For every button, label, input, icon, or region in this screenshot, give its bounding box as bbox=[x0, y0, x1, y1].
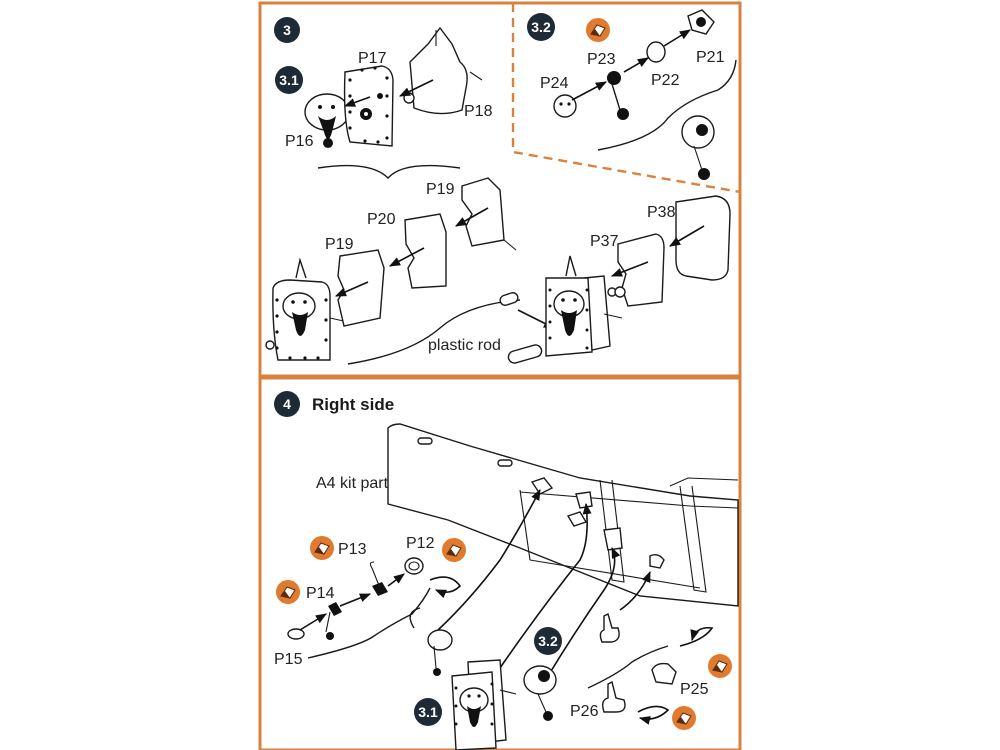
assembled-p21-unit bbox=[681, 115, 715, 180]
svg-text:3.2: 3.2 bbox=[538, 633, 558, 649]
plastic-rod-long bbox=[507, 344, 543, 364]
label-p38: P38 bbox=[647, 204, 676, 221]
step3-2-brace bbox=[597, 59, 737, 151]
step3-1-badge: 3.1 bbox=[275, 66, 303, 94]
label-p22: P22 bbox=[651, 72, 680, 89]
step3-2-dashed-divider bbox=[511, 3, 741, 194]
part-assembled-lever bbox=[409, 607, 453, 676]
photo-etch-bend-icon bbox=[707, 653, 733, 679]
part-p38 bbox=[675, 195, 731, 281]
part-p25 bbox=[651, 662, 677, 685]
step3-1-brace bbox=[317, 164, 461, 180]
label-a4-kit-part: A4 kit part bbox=[316, 475, 389, 492]
part-p26-upper bbox=[599, 612, 620, 643]
svg-text:3.1: 3.1 bbox=[418, 704, 438, 720]
label-p18: P18 bbox=[464, 103, 493, 120]
label-p20: P20 bbox=[367, 211, 396, 228]
part-p19-lower bbox=[337, 249, 385, 327]
step4-panel: 4 Right side A4 kit part bbox=[258, 376, 742, 750]
photo-etch-bend-icon bbox=[585, 17, 611, 43]
step4-frame bbox=[258, 376, 742, 750]
a4-kit-part-hull bbox=[387, 423, 739, 607]
part-p14 bbox=[325, 602, 342, 640]
step3-panel: 3 3.1 3.2 bbox=[258, 1, 742, 378]
label-p21: P21 bbox=[696, 49, 725, 66]
svg-text:4: 4 bbox=[283, 396, 291, 412]
step3-frame bbox=[258, 1, 742, 378]
label-p16: P16 bbox=[285, 133, 314, 150]
part-p24 bbox=[553, 94, 577, 118]
part-p19-upper bbox=[461, 177, 517, 251]
part-p15 bbox=[287, 628, 305, 640]
part-p12 bbox=[404, 557, 424, 575]
label-p17: P17 bbox=[358, 50, 387, 67]
part-p23 bbox=[607, 71, 629, 120]
photo-etch-bend-icon bbox=[275, 579, 301, 605]
part-p18-bracket bbox=[403, 26, 483, 115]
part-p22 bbox=[646, 41, 666, 63]
step3-lower-brace bbox=[347, 299, 521, 365]
part-p37 bbox=[614, 233, 665, 307]
assembled-3-2-unit bbox=[523, 665, 557, 721]
part-p20 bbox=[404, 213, 447, 289]
step4-title: Right side bbox=[312, 395, 394, 414]
svg-text:3.1: 3.1 bbox=[279, 72, 299, 88]
part-p21 bbox=[687, 9, 715, 35]
assembled-box-right bbox=[545, 255, 623, 357]
photo-etch-bend-icon bbox=[309, 535, 335, 561]
step3-2-badge: 3.2 bbox=[527, 13, 555, 41]
step4-3-2-badge: 3.2 bbox=[534, 627, 562, 655]
part-p26 bbox=[601, 680, 626, 713]
step3-badge: 3 bbox=[274, 17, 300, 43]
step4-p25-brace bbox=[587, 645, 669, 689]
photo-etch-bend-icon bbox=[671, 705, 697, 731]
label-p37: P37 bbox=[590, 233, 619, 250]
part-p17-plate bbox=[343, 65, 394, 147]
step4-p-chain-brace bbox=[307, 587, 431, 659]
step4-badge: 4 bbox=[274, 391, 300, 417]
label-plastic-rod: plastic rod bbox=[428, 337, 501, 354]
label-p19-lower: P19 bbox=[325, 236, 354, 253]
label-p24: P24 bbox=[540, 75, 569, 92]
label-p23: P23 bbox=[587, 51, 616, 68]
label-p15: P15 bbox=[274, 651, 303, 668]
part-p16-lever bbox=[304, 93, 350, 148]
step3-frame-right bbox=[513, 1, 742, 192]
label-p25: P25 bbox=[680, 681, 709, 698]
step4-3-1-badge: 3.1 bbox=[414, 698, 442, 726]
label-p13: P13 bbox=[338, 541, 367, 558]
assembled-box-left bbox=[265, 257, 349, 361]
part-p13 bbox=[369, 561, 388, 596]
label-p12: P12 bbox=[406, 535, 435, 552]
photo-etch-bend-icon bbox=[441, 537, 467, 563]
label-p19-upper: P19 bbox=[426, 181, 455, 198]
label-p14: P14 bbox=[306, 585, 335, 602]
label-p26: P26 bbox=[570, 703, 599, 720]
plastic-rod-short bbox=[499, 292, 519, 306]
assembled-box-bottom bbox=[451, 659, 517, 750]
svg-text:3.2: 3.2 bbox=[531, 19, 551, 35]
svg-text:3: 3 bbox=[283, 22, 291, 38]
